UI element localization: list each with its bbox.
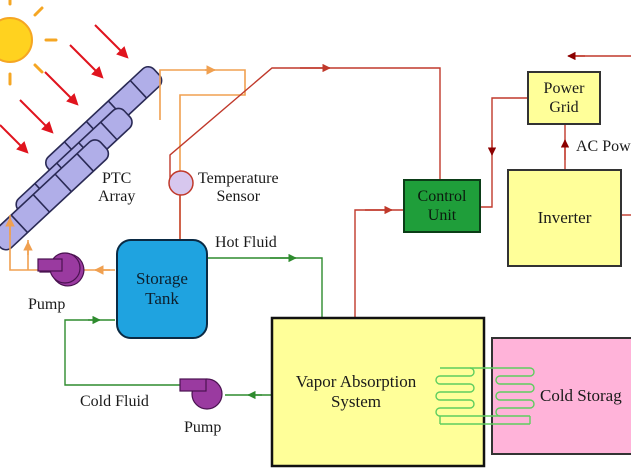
fluid-lines bbox=[64, 253, 323, 400]
control-unit: Control Unit bbox=[404, 180, 480, 232]
heat-exchanger-coil-icon bbox=[435, 367, 535, 425]
cold-storage-shape bbox=[491, 337, 631, 455]
vapor-absorption-label-line2: System bbox=[330, 392, 382, 411]
control-unit-label-line1: Control bbox=[417, 187, 467, 205]
storage-tank-label-line2: Tank bbox=[145, 289, 179, 308]
storage-tank-label-line1: Storage bbox=[136, 268, 188, 288]
sun-rays bbox=[0, 24, 129, 154]
temperature-sensor-icon bbox=[168, 170, 194, 240]
pump-icon bbox=[37, 252, 85, 287]
power-grid-label-line1: Power bbox=[543, 79, 585, 97]
power-grid: Power Grid bbox=[528, 72, 600, 124]
signal-lines bbox=[169, 51, 631, 318]
pump-icon bbox=[179, 378, 223, 410]
pump-lower-label: Pump bbox=[184, 419, 222, 436]
temperature-sensor-label-line1: Temperature bbox=[198, 170, 279, 187]
sun-icon bbox=[0, 0, 58, 86]
storage-tank: Storage Tank bbox=[117, 240, 207, 338]
ptc-array-label-line1: PTC bbox=[101, 170, 132, 187]
temperature-sensor-label-line2: Sensor bbox=[216, 188, 261, 206]
cold-fluid-label: Cold Fluid bbox=[80, 393, 149, 410]
vapor-absorption-system: Vapor Absorption System bbox=[272, 318, 440, 466]
vapor-absorption-label-line1: Vapor Absorption bbox=[295, 371, 417, 391]
power-grid-shape bbox=[527, 71, 601, 125]
control-unit-label-line2: Unit bbox=[427, 207, 457, 224]
cold-storage: Cold Storag bbox=[540, 338, 631, 454]
control-unit-shape bbox=[403, 179, 481, 233]
ptc-array-label-line2: Array bbox=[98, 188, 136, 206]
inverter-shape bbox=[507, 169, 622, 267]
storage-tank-shape bbox=[116, 239, 208, 339]
power-grid-label-line2: Grid bbox=[549, 99, 579, 116]
ptc-array-label: PTC Array bbox=[98, 170, 135, 207]
hot-fluid-label: Hot Fluid bbox=[215, 234, 277, 251]
inverter: Inverter bbox=[508, 170, 621, 266]
ac-power-label: AC Pow bbox=[576, 138, 631, 155]
parabolic-trough-collector-icon bbox=[0, 65, 163, 251]
temperature-sensor-label: Temperature Sensor bbox=[198, 170, 279, 207]
cold-storage-label: Cold Storag bbox=[540, 385, 622, 405]
pump-upper-label: Pump bbox=[28, 296, 66, 313]
inverter-label: Inverter bbox=[537, 207, 592, 227]
